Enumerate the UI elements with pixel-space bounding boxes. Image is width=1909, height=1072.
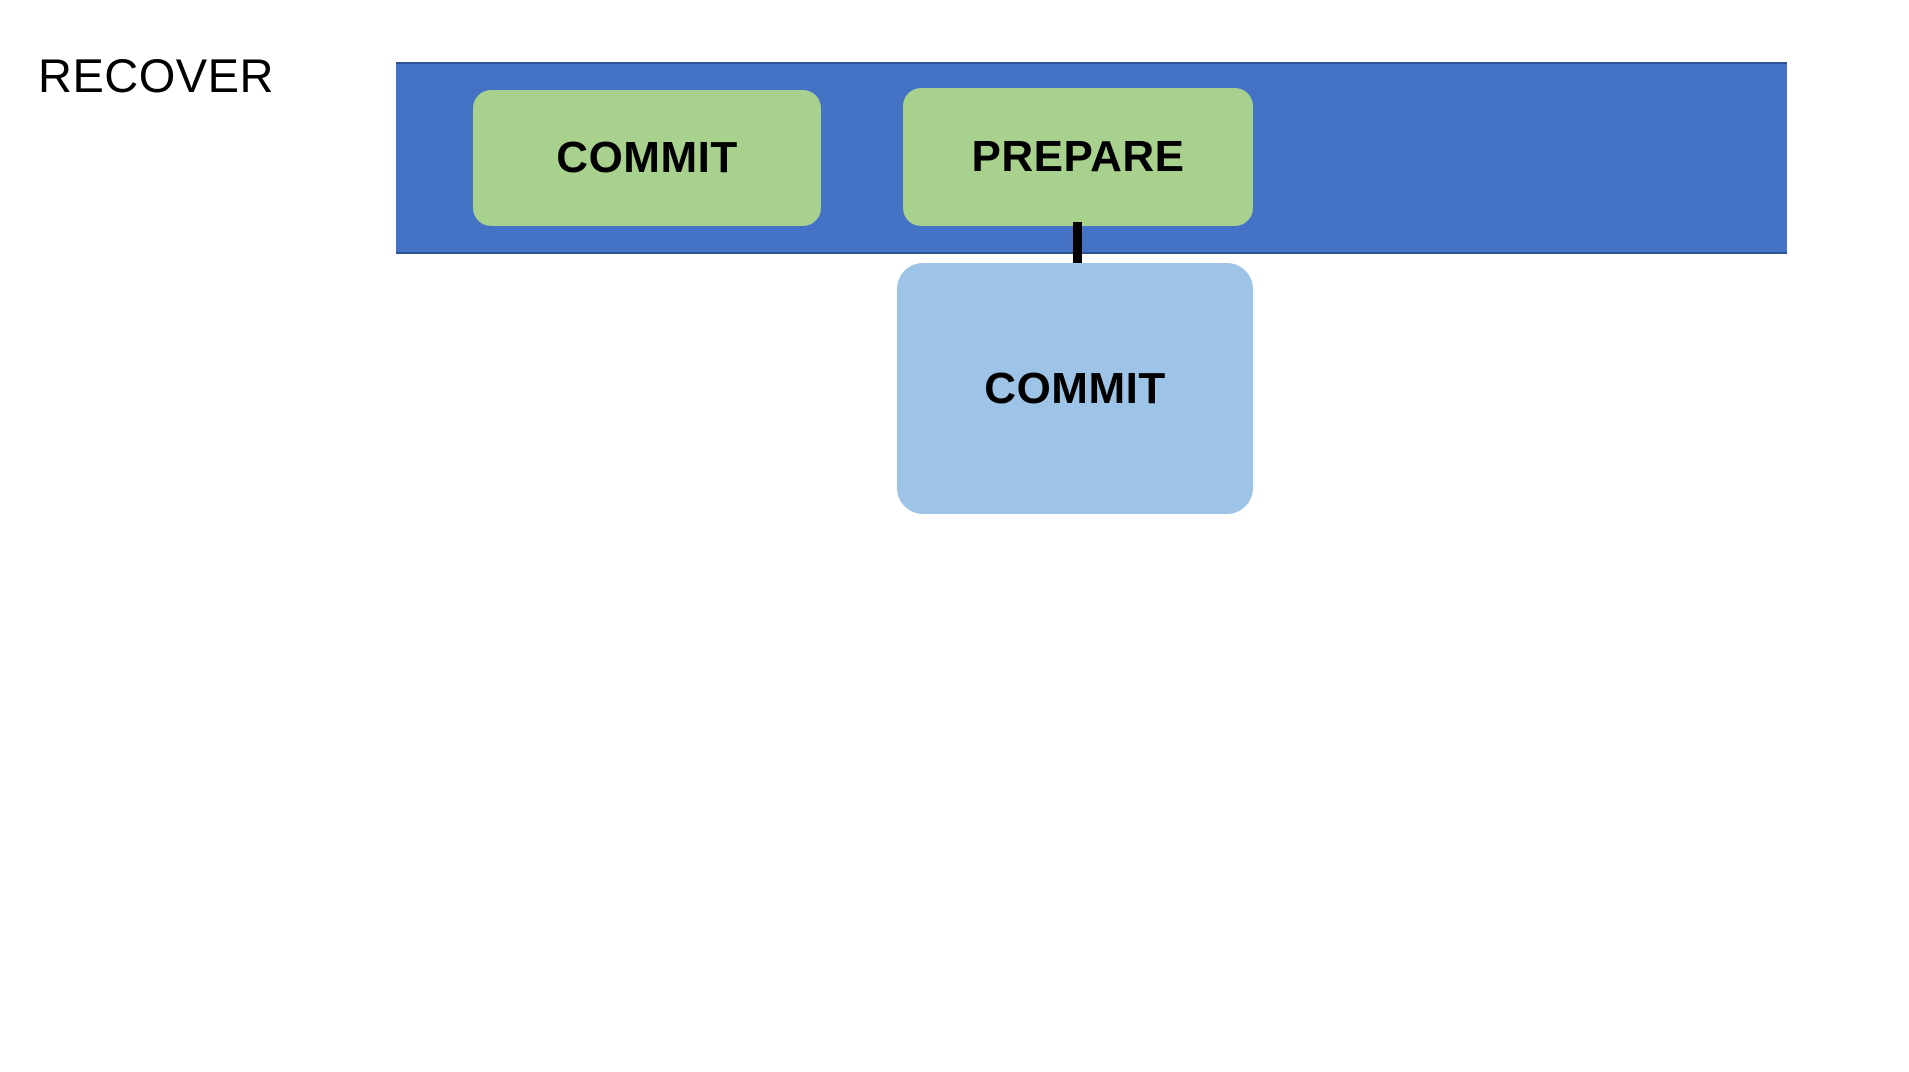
transaction-state-box[interactable]: COMMIT (897, 263, 1253, 514)
connector-line-prepare-to-state (1073, 222, 1082, 267)
stage-label-recover: RECOVER (38, 49, 274, 102)
log-record-commit-label: COMMIT (556, 133, 738, 182)
log-record-prepare[interactable]: PREPARE (903, 88, 1253, 226)
transaction-state-label: COMMIT (984, 363, 1166, 413)
log-record-commit[interactable]: COMMIT (473, 90, 821, 226)
log-record-prepare-label: PREPARE (971, 132, 1185, 181)
